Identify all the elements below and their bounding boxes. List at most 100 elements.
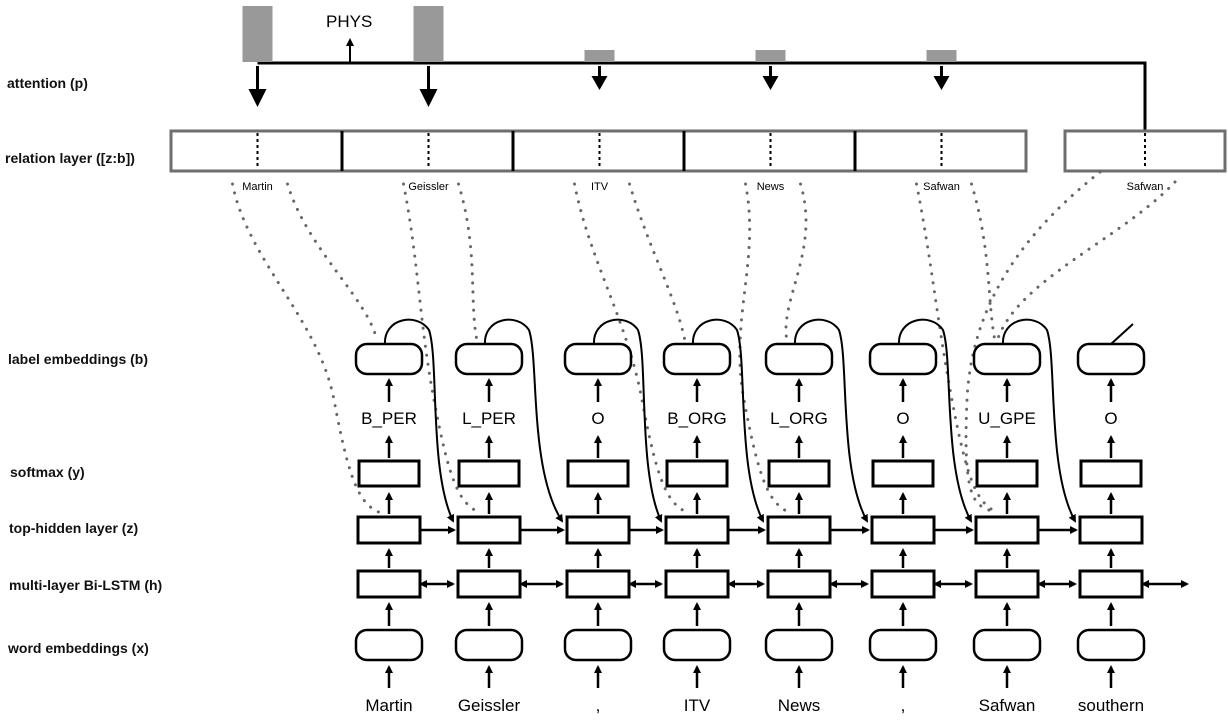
word-token: Martin [365,696,412,715]
row-label-label-embeddings: label embeddings (b) [8,351,148,367]
word-token: , [901,696,906,715]
bilstm-node [974,569,1040,599]
top-hidden-node [356,515,422,545]
word-embedding-node [662,628,732,662]
softmax-node [665,459,729,488]
attention-weight-bar [242,6,273,62]
relation-cell-label: Safwan [923,181,960,193]
attention-layer [242,6,1147,131]
bilstm-node [456,569,522,599]
bilstm-node [870,569,936,599]
softmax-node [457,459,521,488]
bilstm-node [664,569,730,599]
dotted-connections [231,170,1177,515]
token-column: Geissler L_PER [454,318,565,715]
word-embedding-node [454,628,524,662]
top-hidden-node [664,515,730,545]
word-embedding-node [764,628,834,662]
relation-type-label: PHYS [326,12,372,31]
softmax-node [975,459,1039,488]
word-token: Geissler [458,696,521,715]
word-embedding-node [563,628,633,662]
label-embedding-node [454,342,524,376]
attention-weight-bar [755,50,786,62]
softmax-node [566,459,630,488]
word-token: News [778,696,821,715]
dotted-link-label [784,182,808,343]
top-hidden-node [565,515,631,545]
label-embedding-node [972,342,1042,376]
token-column: southern O [1076,323,1189,715]
attention-weight-bar [584,50,615,62]
dotted-link-label [457,182,479,343]
top-hidden-node [870,515,936,545]
query-cell-label: Safwan [1127,181,1164,193]
top-hidden-node [974,515,1040,545]
word-token: , [596,696,601,715]
predicted-tag: L_PER [462,409,516,428]
predicted-tag: O [1104,409,1117,428]
relation-layer: Martin Geissler ITV News Safwan Safwan [169,129,1227,193]
label-embedding-node [868,342,938,376]
dotted-link-hidden [573,182,691,515]
dotted-link-label [628,182,687,343]
word-token: ITV [684,696,711,715]
token-columns: MartinB_PERGeisslerL_PER,OITVB_ORGNewsL_… [354,318,1189,715]
predicted-tag: B_ORG [667,409,727,428]
relation-cell-label: Geissler [408,181,449,193]
dotted-link-hidden [915,182,1001,515]
dotted-link-hidden [231,182,383,515]
word-embedding-node [354,628,424,662]
attention-weight-bar [413,6,444,62]
label-embedding-node [563,342,633,376]
label-feedback-curve [793,318,868,523]
token-column: Safwan U_GPE [972,318,1078,715]
attention-arrow-head [762,76,779,90]
word-token: southern [1078,696,1144,715]
attention-weight-bar [926,50,957,62]
predicted-tag: L_ORG [770,409,828,428]
label-feedback-curve [1001,318,1076,523]
label-feedback-curve [691,318,764,523]
word-token: Safwan [979,696,1036,715]
predicted-tag: O [591,409,604,428]
token-column: ITV B_ORG [662,318,766,715]
relation-cell-label: ITV [591,181,609,193]
attention-arrow-head [248,89,267,107]
word-embedding-node [1076,628,1146,662]
label-feedback-curve [483,318,564,523]
predicted-tag: U_GPE [978,409,1036,428]
label-feedback-curve [592,318,663,523]
attention-arrow-head [933,76,950,90]
label-embedding-node [764,342,834,376]
attention-bus-line [257,61,1147,131]
row-label-word-embeddings: word embeddings (x) [7,640,149,656]
row-label-attention: attention (p) [7,75,88,91]
word-embedding-node [972,628,1042,662]
bilstm-node [565,569,631,599]
token-column: ,O [868,318,974,715]
bilstm-node [766,569,832,599]
word-embedding-node [868,628,938,662]
label-embedding-node [354,342,424,376]
relation-cell-label: Martin [242,181,273,193]
softmax-node [1079,459,1143,488]
token-column: News L_ORG [764,318,870,715]
predicted-tag: B_PER [361,409,417,428]
softmax-node [767,459,831,488]
dotted-link-label [286,182,379,343]
top-hidden-node [456,515,522,545]
top-hidden-node [1078,515,1144,545]
row-label-softmax: softmax (y) [10,464,85,480]
bilstm-node [356,569,422,599]
row-label-bilstm: multi-layer Bi-LSTM (h) [9,577,162,593]
label-feedback-curve [383,318,455,523]
dotted-link-label [970,182,997,343]
query-dotted-link-label [995,180,1177,343]
dotted-link-hidden [402,182,483,515]
token-column: Martin B_PER [354,318,456,715]
relation-cell-label: News [757,181,785,193]
top-hidden-node [766,515,832,545]
softmax-node [871,459,935,488]
